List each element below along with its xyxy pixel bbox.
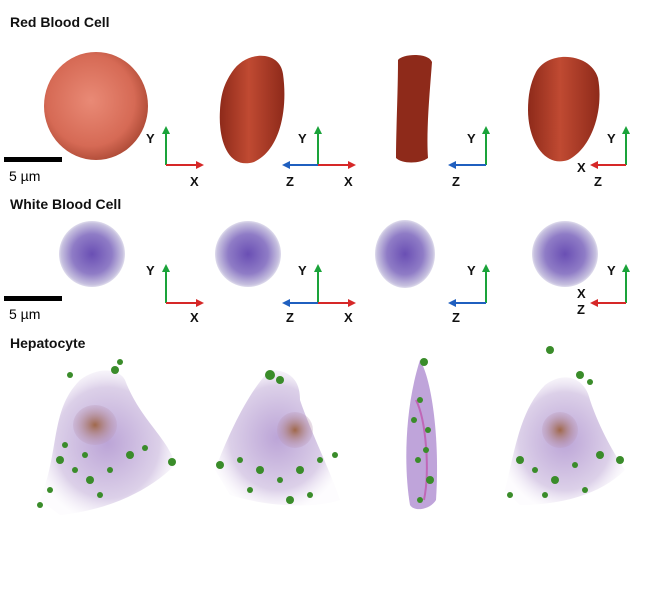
axis-triad-wbc-2: Y Z X bbox=[282, 263, 356, 325]
axis-label-x: X bbox=[190, 310, 199, 325]
axis-label-y: Y bbox=[467, 263, 476, 278]
wbc-view-2 bbox=[215, 221, 281, 287]
axis-triad-rbc-4: Y X Z bbox=[577, 126, 630, 189]
axis-label-z: Z bbox=[452, 174, 460, 189]
title-red-blood-cell: Red Blood Cell bbox=[10, 14, 110, 30]
axis-label-y: Y bbox=[607, 263, 616, 278]
wbc-view-3 bbox=[375, 220, 435, 288]
axis-label-y: Y bbox=[298, 263, 307, 278]
axis-triad-wbc-3: Y Z bbox=[448, 263, 490, 325]
title-hepatocyte: Hepatocyte bbox=[10, 335, 86, 351]
axis-label-z: Z bbox=[577, 302, 585, 317]
rbc-tilted-view-1 bbox=[219, 55, 285, 164]
title-white-blood-cell: White Blood Cell bbox=[10, 196, 122, 212]
axis-label-z: Z bbox=[286, 310, 294, 325]
scale-label-white: 5 µm bbox=[9, 306, 41, 322]
axis-label-y: Y bbox=[607, 131, 616, 146]
wbc-view-1 bbox=[59, 221, 125, 287]
axis-triad-rbc-2: Y Z X bbox=[282, 126, 356, 189]
axis-label-x: X bbox=[577, 286, 586, 301]
hepatocyte-view-1 bbox=[37, 359, 176, 515]
hepatocyte-view-2 bbox=[215, 370, 340, 506]
rbc-edge-view bbox=[396, 55, 432, 163]
axis-label-x: X bbox=[190, 174, 199, 189]
scale-bar-white bbox=[4, 296, 62, 301]
axis-label-z: Z bbox=[286, 174, 294, 189]
axis-label-x: X bbox=[577, 160, 586, 175]
axis-label-x: X bbox=[344, 174, 353, 189]
rbc-tilted-view-2 bbox=[528, 56, 600, 162]
axis-triad-rbc-3: Y Z bbox=[448, 126, 490, 189]
axis-label-z: Z bbox=[594, 174, 602, 189]
wbc-view-4 bbox=[532, 221, 598, 287]
axis-triad-rbc-1: Y X bbox=[146, 126, 204, 189]
rbc-front-view bbox=[44, 52, 148, 160]
axis-label-y: Y bbox=[146, 131, 155, 146]
scale-bar-red bbox=[4, 157, 62, 162]
axis-triad-wbc-1: Y X bbox=[146, 263, 204, 325]
axis-triad-wbc-4: Y X Z bbox=[577, 263, 630, 317]
hepatocyte-view-4 bbox=[505, 346, 625, 505]
axis-label-y: Y bbox=[298, 131, 307, 146]
axis-label-x: X bbox=[344, 310, 353, 325]
axis-label-z: Z bbox=[452, 310, 460, 325]
axis-label-y: Y bbox=[467, 131, 476, 146]
axis-label-y: Y bbox=[146, 263, 155, 278]
hepatocyte-view-3 bbox=[406, 358, 438, 510]
scale-label-red: 5 µm bbox=[9, 168, 41, 184]
